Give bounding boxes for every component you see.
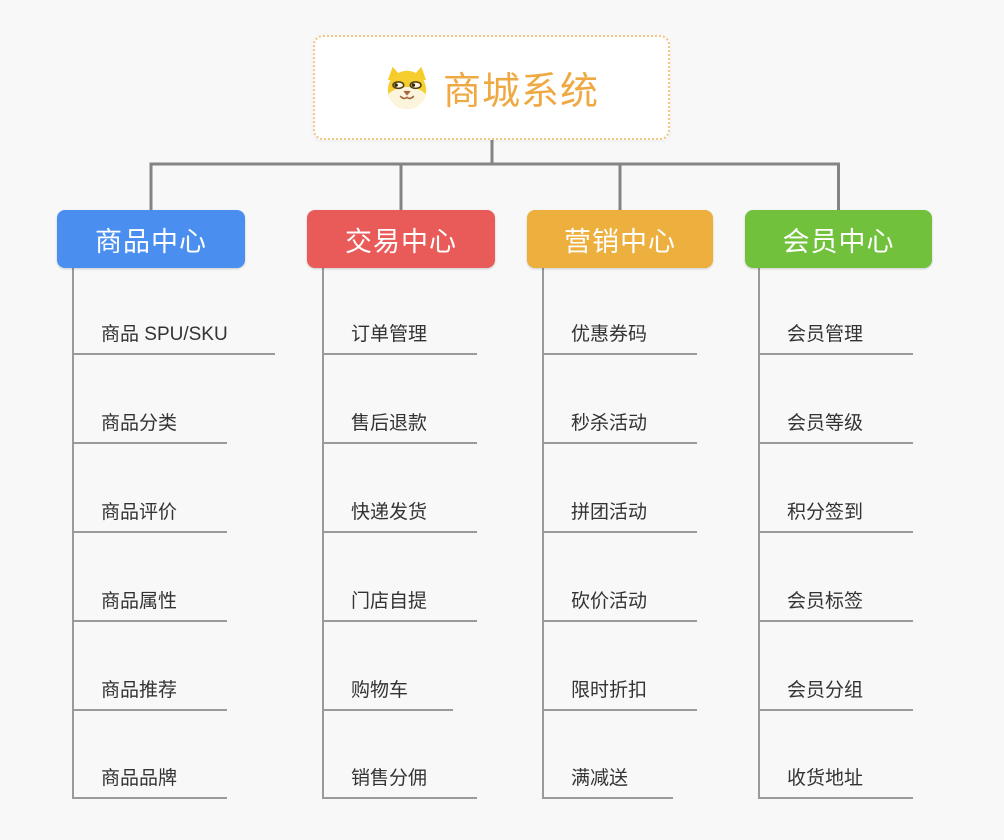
leaf-node[interactable]: 会员分组	[759, 665, 913, 711]
leaf-node[interactable]: 商品评价	[73, 487, 227, 533]
leaf-node-label: 秒杀活动	[571, 413, 648, 434]
leaf-node[interactable]: 拼团活动	[543, 487, 697, 533]
leaf-node[interactable]: 收货地址	[759, 753, 913, 799]
leaf-node-label: 商品品牌	[101, 768, 178, 789]
dog-face-icon	[384, 65, 430, 111]
leaf-node[interactable]: 砍价活动	[543, 576, 697, 622]
leaf-node-label: 商品属性	[101, 591, 178, 612]
leaf-node-label: 砍价活动	[571, 591, 648, 612]
branch-node-trade-center[interactable]: 交易中心	[307, 210, 495, 268]
leaf-node[interactable]: 限时折扣	[543, 665, 697, 711]
leaf-node[interactable]: 门店自提	[323, 576, 477, 622]
leaf-node-label: 满减送	[571, 768, 629, 789]
leaf-node[interactable]: 订单管理	[323, 309, 477, 355]
leaf-node-label: 商品推荐	[101, 680, 178, 701]
leaf-node-label: 商品 SPU/SKU	[101, 324, 228, 345]
leaf-node-label: 订单管理	[351, 324, 428, 345]
leaf-node[interactable]: 商品推荐	[73, 665, 227, 711]
leaf-node[interactable]: 销售分佣	[323, 753, 477, 799]
branch-node-marketing-center[interactable]: 营销中心	[527, 210, 713, 268]
leaf-node-label: 销售分佣	[351, 768, 428, 789]
leaf-node-label: 收货地址	[787, 768, 864, 789]
branch-node-product-center[interactable]: 商品中心	[57, 210, 245, 268]
leaf-node-label: 购物车	[351, 680, 409, 701]
leaf-node-label: 商品分类	[101, 413, 178, 434]
leaf-node[interactable]: 商品属性	[73, 576, 227, 622]
leaf-node-label: 优惠券码	[571, 324, 648, 345]
leaf-node-label: 限时折扣	[571, 680, 648, 701]
leaf-node[interactable]: 商品分类	[73, 398, 227, 444]
tree-connector-path	[149, 140, 840, 210]
leaf-node[interactable]: 会员标签	[759, 576, 913, 622]
leaf-node-label: 售后退款	[351, 413, 428, 434]
leaf-node[interactable]: 快递发货	[323, 487, 477, 533]
leaf-node-label: 会员管理	[787, 324, 864, 345]
leaf-node-label: 快递发货	[351, 502, 428, 523]
leaf-node[interactable]: 秒杀活动	[543, 398, 697, 444]
leaf-node-label: 会员等级	[787, 413, 864, 434]
leaf-node[interactable]: 商品品牌	[73, 753, 227, 799]
leaf-node-label: 会员分组	[787, 680, 864, 701]
leaf-node-label: 积分签到	[787, 502, 864, 523]
root-node[interactable]: 商城系统	[313, 35, 670, 140]
leaf-node-label: 会员标签	[787, 591, 864, 612]
root-node-title: 商城系统	[442, 71, 599, 113]
leaf-node-label: 拼团活动	[571, 502, 648, 523]
leaf-node[interactable]: 购物车	[323, 665, 453, 711]
branch-node-member-center[interactable]: 会员中心	[745, 210, 932, 268]
leaf-node[interactable]: 优惠券码	[543, 309, 697, 355]
leaf-node[interactable]: 售后退款	[323, 398, 477, 444]
leaf-node[interactable]: 积分签到	[759, 487, 913, 533]
leaf-node-label: 商品评价	[101, 502, 178, 523]
leaf-node-label: 门店自提	[351, 591, 428, 612]
leaf-node[interactable]: 商品 SPU/SKU	[73, 309, 275, 355]
leaf-node[interactable]: 会员等级	[759, 398, 913, 444]
leaf-node[interactable]: 满减送	[543, 753, 673, 799]
leaf-node[interactable]: 会员管理	[759, 309, 913, 355]
